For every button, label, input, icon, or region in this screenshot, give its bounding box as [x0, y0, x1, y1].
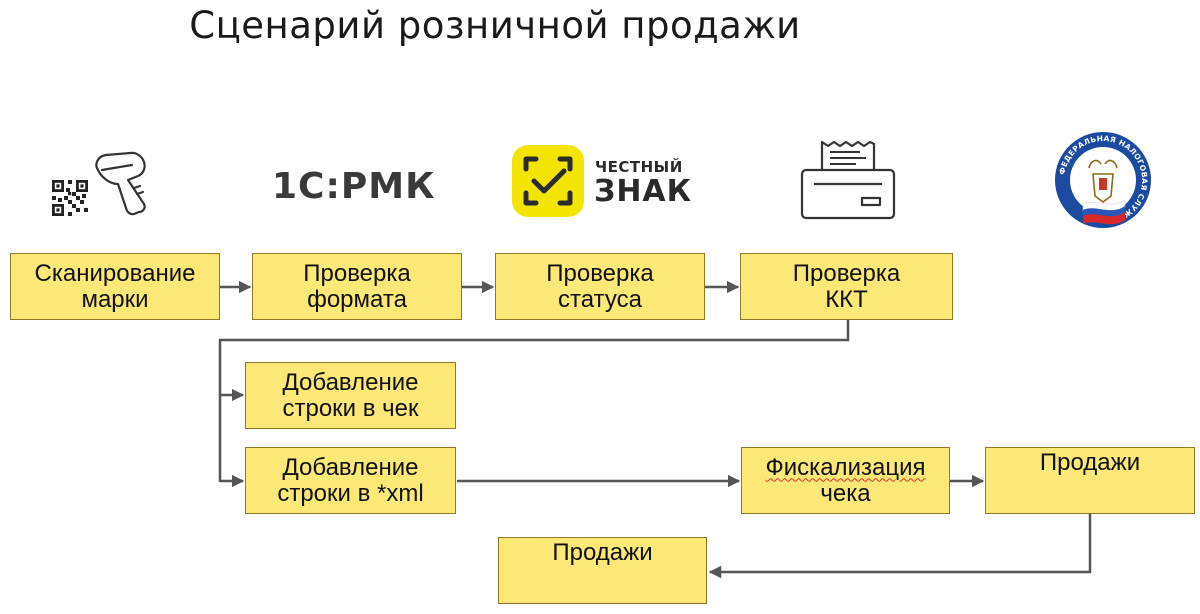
rmk-logo-text: 1С:РМК — [272, 166, 436, 207]
page-title: Сценарий розничной продажи — [189, 4, 801, 47]
barcode-scanner-icon — [95, 151, 146, 216]
box-fiscalization: Фискализация чека — [741, 447, 950, 514]
receipt-printer-icon — [800, 140, 896, 220]
box-add-xml-line: Добавление строки в *xml — [245, 447, 456, 514]
arrow-sales-to-sales-bottom — [708, 514, 1092, 579]
box-scan-mark: Сканирование марки — [10, 253, 220, 320]
connector-kkt-to-branch — [218, 320, 850, 482]
znak-logo-top-text: ЧЕСТНЫЙ — [595, 158, 683, 176]
fns-emblem-icon: ФЕДЕРАЛЬНАЯ НАЛОГОВАЯ СЛУЖБА — [1055, 132, 1151, 228]
znak-logo-bottom-text: ЗНАК — [594, 174, 693, 209]
box-add-receipt-line: Добавление строки в чек — [245, 362, 456, 429]
chestny-znak-logo-icon — [512, 145, 584, 217]
box-check-format: Проверка формата — [252, 253, 462, 320]
box-sales-right: Продажи — [985, 447, 1195, 514]
qr-code-icon — [52, 180, 88, 216]
box-sales-bottom: Продажи — [498, 537, 707, 604]
box-check-status: Проверка статуса — [495, 253, 705, 320]
box-check-kkt: Проверка ККТ — [740, 253, 953, 320]
